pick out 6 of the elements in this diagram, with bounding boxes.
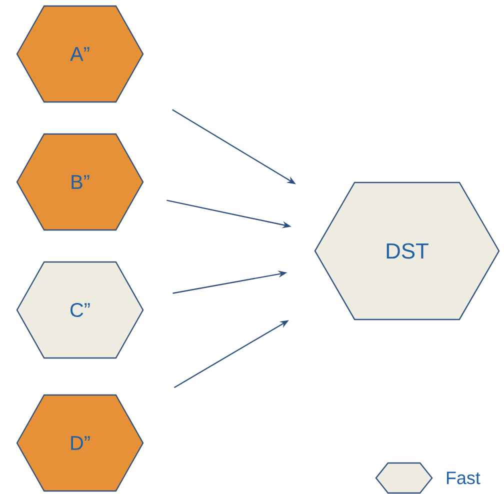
hexagon-node: A”: [16, 5, 144, 103]
legend-label: Fast: [447, 472, 480, 484]
hexagon-node: B”: [16, 133, 144, 231]
hexagon-node: DST: [314, 182, 500, 320]
hexagon-node: C”: [16, 261, 144, 359]
hexagon-node: D”: [16, 394, 144, 492]
